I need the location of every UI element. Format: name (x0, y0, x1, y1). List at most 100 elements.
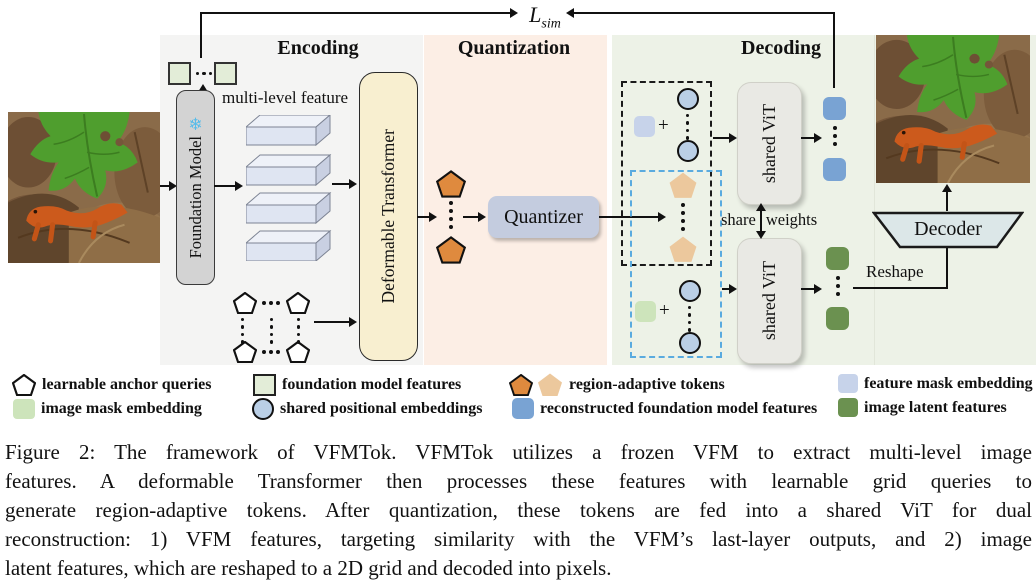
feature-mask-square (634, 116, 655, 137)
dark-green-square-icon (838, 398, 858, 417)
quantized-token-pentagon (669, 172, 697, 198)
anchor-query-pentagon (233, 292, 257, 314)
reshape-line (853, 287, 948, 289)
decoder-label: Decoder (914, 217, 982, 240)
decoding-panel-divider (874, 35, 875, 365)
arrow-dt-to-tokens (417, 216, 430, 218)
shared-vit-bottom-box: shared ViT (737, 238, 802, 364)
reconstructed-newt-photo (855, 35, 1036, 193)
loop-arrowhead-into-loss-right (566, 8, 574, 18)
anchor-query-pentagon (286, 292, 310, 314)
loop-line-left-vertical (200, 12, 202, 58)
deformable-transformer-box: Deformable Transformer (359, 72, 418, 361)
legend-region-adaptive-tokens: region-adaptive tokens (509, 373, 725, 396)
loop-line-left (200, 12, 510, 14)
lavender-square-icon (838, 374, 858, 393)
share-weights-double-arrow (755, 203, 766, 239)
plus-sign: + (659, 300, 670, 321)
arrowhead-decoder-to-output (942, 184, 952, 192)
legend-image-mask-embedding: image mask embedding (13, 399, 202, 419)
vertical-dots (681, 203, 685, 231)
legend-label: region-adaptive tokens (569, 375, 725, 393)
ellipsis-dots (262, 350, 280, 354)
feature-slab-stack (244, 113, 336, 265)
legend-image-latent-features: image latent features (838, 398, 1007, 417)
vertical-dots (241, 318, 245, 344)
legend-label: feature mask embedding (864, 374, 1033, 392)
orange-pentagon-icon (509, 373, 533, 396)
arrow-tokens-to-quantizer (463, 216, 479, 218)
legend-label: learnable anchor queries (42, 376, 212, 393)
green-square-icon (13, 399, 35, 419)
arrowhead-fm-to-features (198, 84, 208, 92)
image-mask-square (635, 301, 656, 322)
reshape-line-vertical (946, 248, 948, 289)
anchor-query-pentagon (233, 341, 257, 363)
arrow-imagegroup-to-vit (722, 288, 730, 290)
similarity-loss-label: Lsim (522, 2, 568, 32)
output-image (855, 35, 1036, 193)
share-weights-label: share weights (721, 203, 818, 239)
caption-line: Figure 2: The framework of VFMTok. VFMTo… (5, 440, 1032, 464)
outlined-green-square-icon (253, 374, 276, 396)
caption-line: reconstruction: 1) VFM features, targeti… (5, 527, 1032, 551)
legend-shared-positional-embeddings: shared positional embeddings (252, 398, 482, 420)
positional-embedding-circle (677, 88, 699, 110)
arrow-decoder-to-output (946, 189, 948, 211)
quantizer-label: Quantizer (504, 205, 583, 228)
deformable-transformer-label: Deformable Transformer (378, 129, 398, 304)
legend-learnable-anchor-queries: learnable anchor queries (12, 374, 211, 396)
reshape-label: Reshape (866, 262, 924, 281)
encoding-title: Encoding (277, 37, 359, 59)
vertical-dots (688, 306, 692, 332)
recon-feature-square (823, 158, 846, 181)
legend-label: image latent features (864, 398, 1007, 416)
snowflake-icon: ❄ (188, 115, 203, 135)
region-token-pentagon (436, 236, 466, 264)
loss-symbol: L (529, 2, 542, 27)
foundation-feature-square (168, 62, 191, 85)
arrowhead-featuregroup-to-vit (729, 133, 737, 143)
image-latent-square (826, 307, 849, 330)
quantized-token-pentagon (669, 236, 697, 262)
tan-pentagon-icon (538, 373, 562, 396)
legend-label: foundation model features (282, 376, 462, 393)
weights-word: weights (765, 210, 818, 229)
loop-arrowhead-into-loss-left (510, 8, 518, 18)
vertical-dots (833, 126, 837, 146)
positional-embedding-circle (679, 332, 701, 354)
image-branch-dashed-box (630, 170, 722, 358)
positional-embedding-circle (677, 140, 699, 162)
legend-foundation-model-features: foundation model features (253, 374, 461, 396)
vertical-dots (297, 318, 301, 344)
share-word: share (721, 210, 756, 229)
blue-circle-icon (252, 398, 274, 420)
quantization-title: Quantization (457, 37, 571, 59)
decoder-box: Decoder (871, 211, 1025, 249)
figure-caption: Figure 2: The framework of VFMTok. VFMTo… (5, 438, 1032, 583)
arrowhead-input-to-fm (169, 181, 177, 191)
vertical-dots (836, 276, 840, 296)
foundation-features-row (168, 62, 238, 85)
arrowhead-vit-to-greentokens (814, 284, 822, 294)
arrowhead-fm-to-slabs (235, 181, 243, 191)
caption-line: features. A deformable Transformer then … (5, 469, 1032, 493)
newt-under-leaf-photo (0, 112, 176, 274)
plus-sign: + (658, 115, 669, 136)
vertical-dots (449, 201, 453, 229)
arrowhead-queries-to-dt (349, 317, 357, 327)
multi-level-feature-label: multi-level feature (222, 88, 349, 107)
decoder-trapezoid (871, 211, 1025, 249)
loop-line-right-vertical (833, 12, 835, 88)
loss-subscript: sim (541, 16, 561, 32)
foundation-model-box: ❄ Foundation Model (176, 90, 215, 285)
arrow-queries-to-dt (314, 321, 350, 323)
decoding-title: Decoding (741, 37, 821, 59)
arrow-quantizer-to-decoding (599, 216, 659, 218)
caption-line: latent features, which are reshaped to a… (5, 556, 612, 580)
caption-line: generate region-adaptive tokens. After q… (5, 498, 1032, 522)
arrowhead-quantizer-to-decoding (658, 212, 666, 222)
shared-vit-top-box: shared ViT (737, 82, 802, 205)
arrow-input-to-fm (160, 185, 170, 187)
